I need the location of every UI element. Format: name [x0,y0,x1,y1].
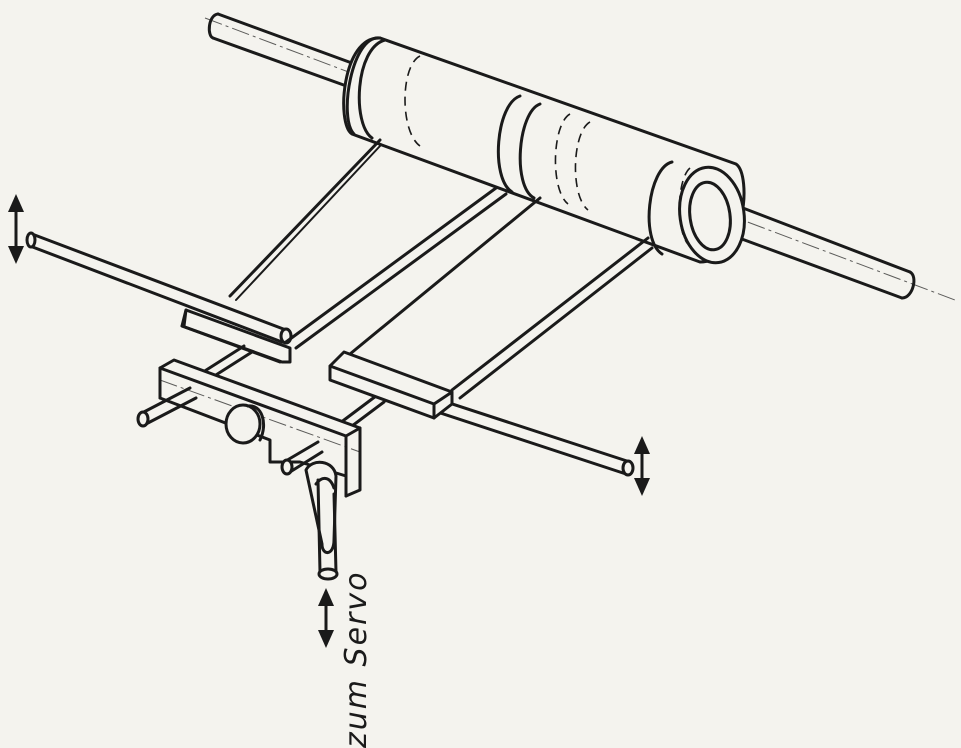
right-pin [280,440,324,476]
right-up-down-arrow-icon [634,436,650,496]
tube-cylinder [342,36,746,265]
left-block [180,308,292,364]
left-up-down-arrow-icon [8,194,24,264]
linkage-arms [198,138,654,434]
left-pin [136,386,198,428]
servo-up-down-arrow-icon [318,588,334,648]
left-control-rod [25,231,293,345]
adjustment-knob [224,403,265,445]
servo-label: zum Servo [339,571,374,748]
servo-clevis [304,460,339,581]
right-block [328,350,454,420]
